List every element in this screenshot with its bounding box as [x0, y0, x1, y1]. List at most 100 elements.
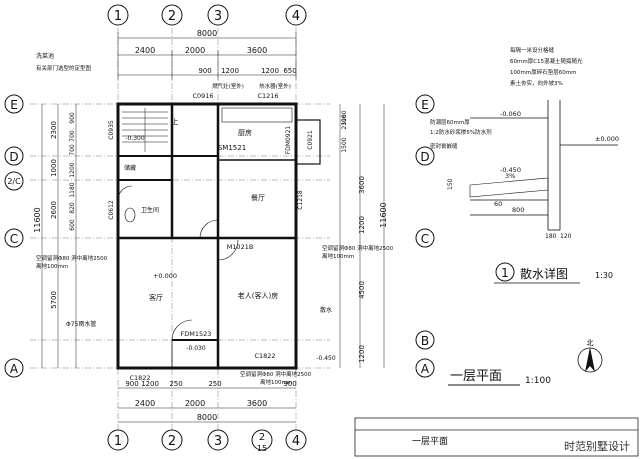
grid-left: E D 2/C C A — [4, 94, 24, 378]
building-walls — [116, 102, 321, 370]
room-dining: 餐厅 — [251, 193, 265, 202]
detail-dim-180: 180 — [545, 233, 557, 240]
label-ac-left: 空调留洞Φ80 洞中离地2500 — [36, 254, 108, 262]
dims-bottom — [118, 387, 296, 423]
grid-bottom-2: 2 — [168, 434, 176, 449]
win-c1218: C1218 — [297, 190, 304, 210]
dim-left-d2: 1000 — [50, 159, 58, 177]
win-c0612: C0612 — [108, 200, 115, 220]
dim-top-total: 8000 — [197, 29, 217, 38]
plan-title: 一层平面 — [450, 369, 502, 384]
detail-note-2: 60mm厚C15混凝土随捣随光 — [510, 57, 583, 65]
dim-left-e6: 820 — [69, 202, 76, 214]
dim-bottom-seg3: 3600 — [247, 399, 267, 408]
detail-scale: 1:30 — [595, 271, 613, 280]
dim-bottom-s3: 250 — [169, 380, 182, 388]
dim-top-seg3: 3600 — [247, 46, 267, 55]
detail-elev-a: -0.060 — [500, 110, 521, 118]
grid-left-d: D — [9, 150, 18, 164]
door-fdm1523: FDM1523 — [181, 330, 212, 338]
door-fdm0921: FDM0921 — [285, 126, 292, 155]
label-sink: 洗菜池 — [36, 52, 54, 60]
grid-bottom-4: 4 — [292, 434, 300, 449]
dim-right-d4: 4500 — [358, 281, 366, 299]
label-gas: 燃气灶(室外) — [212, 82, 244, 90]
watermark-text: 时范别墅设计 — [564, 440, 630, 453]
dim-left-e7: 600 — [69, 219, 76, 231]
label-downpipe: Φ75雨水管 — [66, 320, 96, 328]
dim-right-e1: 1160 — [341, 110, 348, 125]
grid-bottom: 1 2 3 2 15 4 — [107, 429, 307, 453]
grid-right-a: A — [421, 362, 430, 376]
north-arrow-icon — [577, 347, 603, 373]
detail-dim-800: 800 — [512, 206, 524, 214]
door-m1021b: M1021B — [227, 243, 254, 251]
elev-living: +0.000 — [153, 272, 177, 280]
win-c1822-a: C1822 — [129, 374, 150, 382]
title-block — [354, 417, 639, 457]
dim-top-seg1: 2400 — [135, 46, 155, 55]
win-c1216: C1216 — [257, 92, 278, 100]
section-mark: 15 — [257, 444, 267, 453]
detail-note-4: 素土夯实，向外坡3% — [510, 79, 563, 87]
north-label: 北 — [587, 339, 594, 347]
dim-bottom-seg1: 2400 — [135, 399, 155, 408]
grid-right-c: C — [421, 232, 429, 246]
win-c1822-b: C1822 — [254, 352, 275, 360]
dim-bottom-seg2: 2000 — [185, 399, 205, 408]
dim-left-d4: 5700 — [50, 291, 58, 309]
room-bath: 卫生间 — [141, 206, 159, 214]
dim-left-e2: 700 — [69, 130, 76, 142]
door-sm1521: SM1521 — [218, 144, 246, 152]
dim-right-d5: 1200 — [358, 345, 366, 363]
detail-elev-b: ±0.000 — [595, 135, 619, 143]
detail-dim-120: 120 — [560, 233, 572, 240]
dim-right-d1: 3600 — [358, 176, 366, 194]
elev-out: -0.450 — [316, 355, 336, 362]
dim-top-seg2: 2000 — [185, 46, 205, 55]
dim-left-total: 11600 — [33, 207, 42, 232]
label-heater: 热水器(室外) — [259, 82, 291, 90]
grid-top-1: 1 — [114, 9, 122, 24]
footer-title: 一层平面 — [412, 436, 448, 447]
dim-left-e5: 1200 — [69, 162, 76, 177]
detail-number-bubble — [495, 262, 515, 282]
dim-left-d1: 2300 — [50, 121, 58, 139]
dim-left-e4: 1180 — [69, 182, 76, 197]
grid-bottom-3: 3 — [214, 434, 222, 449]
plan-scale: 1:100 — [525, 376, 551, 386]
grid-top-4: 4 — [292, 9, 300, 24]
grid-right-b: B — [421, 334, 429, 348]
win-c0921: C0921 — [307, 130, 314, 150]
dims-right — [339, 104, 385, 368]
label-septic2: 有关部门选型的定型图 — [36, 64, 92, 72]
label-ac-left2: 离地100mm — [36, 262, 68, 270]
win-c0935: C0935 — [108, 120, 115, 140]
grid-left-c: C — [10, 232, 18, 246]
detail-elev-c: -0.450 — [500, 166, 521, 174]
dim-top-s1: 900 — [198, 67, 211, 75]
dim-left-e3: 700 — [69, 144, 76, 156]
room-elder: 老人(客人)房 — [238, 291, 278, 300]
detail-dim-60: 60 — [494, 200, 502, 208]
dim-bottom-total: 8000 — [197, 413, 217, 422]
grid-left-e: E — [10, 98, 18, 112]
room-kitchen: 厨房 — [238, 128, 252, 137]
dim-right-total: 11600 — [379, 202, 388, 227]
elev-storage: -0.300 — [125, 135, 145, 142]
detail-note-1: 每隔一米设分格缝 — [510, 46, 555, 54]
stair-up: 上 — [172, 117, 179, 126]
label-ac-bottom2: 离地100mm — [260, 378, 292, 386]
label-ac-bottom: 空调留洞Φ80 洞中离地2500 — [240, 370, 312, 378]
detail-note-7: 密封膏嵌缝 — [430, 142, 458, 150]
label-scatter: 散水 — [320, 306, 332, 314]
grid-right-d: D — [420, 150, 429, 164]
grid-left-2c: 2/C — [7, 177, 21, 186]
grid-left-a: A — [10, 362, 19, 376]
grid-top-2: 2 — [168, 9, 176, 24]
dim-left-e1: 900 — [69, 112, 76, 124]
label-ac-right: 空调留洞Φ80 洞中离地2500 — [322, 244, 394, 252]
dim-right-e4: 2300 — [341, 114, 348, 129]
dim-right-d2: 1200 — [358, 216, 366, 234]
